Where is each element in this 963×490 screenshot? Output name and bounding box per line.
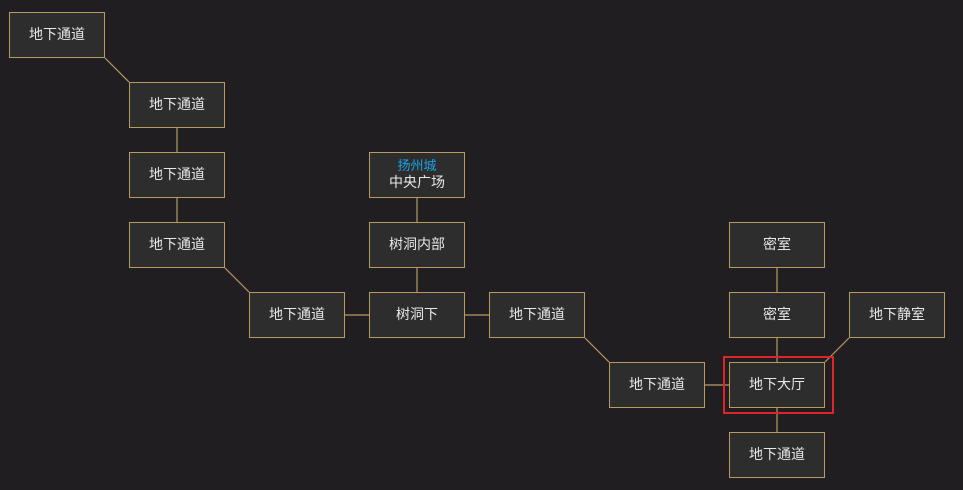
link-r9-r10 — [584, 337, 610, 363]
room-name: 树洞下 — [396, 307, 438, 323]
room-name: 地下通道 — [29, 27, 85, 43]
link-r13-r14 — [824, 337, 850, 363]
map-room[interactable]: 密室 — [729, 292, 825, 338]
room-name: 地下静室 — [869, 307, 925, 323]
room-area-label: 扬州城 — [397, 158, 437, 174]
room-name: 地下通道 — [269, 307, 325, 323]
room-name: 地下通道 — [149, 237, 205, 253]
room-name: 地下通道 — [629, 377, 685, 393]
map-room[interactable]: 地下通道 — [129, 152, 225, 198]
room-name: 中央广场 — [389, 174, 445, 191]
room-name: 密室 — [763, 307, 791, 323]
map-room-central-square[interactable]: 扬州城 中央广场 — [369, 152, 465, 198]
link-r1-r2 — [104, 57, 130, 83]
map-room[interactable]: 地下通道 — [489, 292, 585, 338]
map-room[interactable]: 地下通道 — [129, 82, 225, 128]
map-room[interactable]: 地下通道 — [249, 292, 345, 338]
map-room[interactable]: 树洞下 — [369, 292, 465, 338]
current-location-marker — [723, 356, 834, 414]
map-room[interactable]: 地下静室 — [849, 292, 945, 338]
map-room[interactable]: 树洞内部 — [369, 222, 465, 268]
room-name: 树洞内部 — [389, 237, 445, 253]
map-room[interactable]: 地下通道 — [729, 432, 825, 478]
room-name: 地下通道 — [509, 307, 565, 323]
room-name: 地下通道 — [749, 447, 805, 463]
room-name: 地下通道 — [149, 97, 205, 113]
room-name: 地下通道 — [149, 167, 205, 183]
map-room-current[interactable]: 地下大厅 — [729, 362, 825, 408]
map-room[interactable]: 密室 — [729, 222, 825, 268]
map-room[interactable]: 地下通道 — [9, 12, 105, 58]
link-r4-r5 — [224, 267, 250, 293]
room-name: 地下大厅 — [749, 377, 805, 393]
room-name: 密室 — [763, 237, 791, 253]
map-room[interactable]: 地下通道 — [129, 222, 225, 268]
map-room[interactable]: 地下通道 — [609, 362, 705, 408]
